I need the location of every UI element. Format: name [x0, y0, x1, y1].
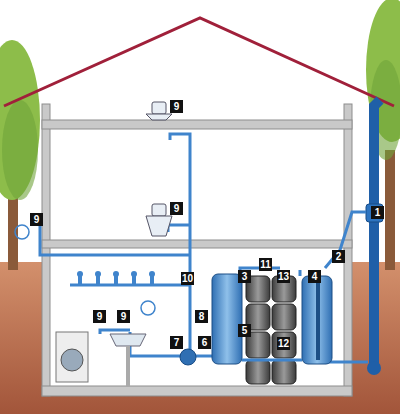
callout-number: 9 [170, 202, 183, 215]
storage-tanks [246, 276, 296, 384]
downpipe [366, 100, 383, 375]
callout-number: 9 [117, 310, 130, 323]
pump [180, 349, 196, 365]
callout-number: 7 [170, 336, 183, 349]
callout-number: 5 [238, 324, 251, 337]
building-structure [42, 104, 352, 396]
tap-symbols [15, 225, 155, 315]
manifold-taps [77, 271, 155, 285]
toilets [146, 102, 172, 236]
callout-number: 13 [277, 270, 290, 283]
left-tree [0, 40, 40, 270]
callout-number: 9 [170, 100, 183, 113]
pipes [34, 134, 368, 362]
callout-number: 11 [259, 258, 272, 271]
callout-number: 3 [238, 270, 251, 283]
callout-number: 8 [195, 310, 208, 323]
blue-tanks [212, 274, 332, 364]
sink [110, 334, 146, 386]
callout-number: 6 [198, 336, 211, 349]
callout-number: 1 [371, 206, 384, 219]
roof [4, 18, 394, 106]
callout-number: 12 [277, 337, 290, 350]
callout-number: 4 [308, 270, 321, 283]
house-interior [50, 128, 344, 388]
callout-number: 9 [93, 310, 106, 323]
callout-number: 10 [181, 272, 194, 285]
callout-number: 2 [332, 250, 345, 263]
callout-number: 9 [30, 213, 43, 226]
tank-link-pipe [242, 359, 302, 362]
washing-machine [56, 332, 88, 382]
